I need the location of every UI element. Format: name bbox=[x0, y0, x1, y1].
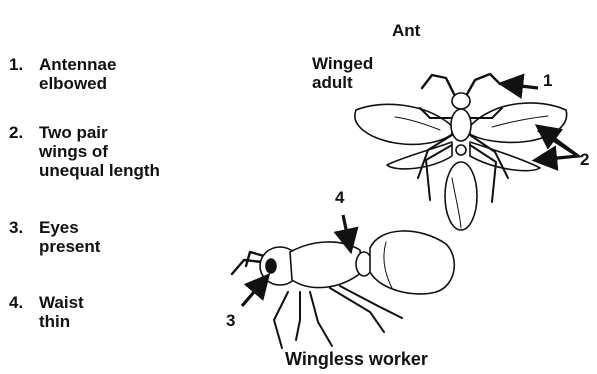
callout-3: 3 bbox=[226, 311, 235, 330]
wingless-worker-ant bbox=[232, 231, 454, 348]
arrow-wings-pair bbox=[538, 130, 578, 160]
wingless-worker-label: Wingless worker bbox=[285, 350, 428, 369]
eye-icon bbox=[266, 259, 276, 273]
callout-4: 4 bbox=[335, 188, 344, 207]
callout-1: 1 bbox=[543, 71, 552, 90]
worker-antennae bbox=[232, 252, 264, 274]
arrow-wings-lower bbox=[540, 128, 578, 156]
worker-legs bbox=[274, 286, 402, 348]
arrow-eye bbox=[242, 278, 266, 306]
winged-adult-ant bbox=[355, 74, 567, 230]
arrow-antennae bbox=[504, 84, 538, 88]
callout-2: 2 bbox=[580, 150, 589, 169]
